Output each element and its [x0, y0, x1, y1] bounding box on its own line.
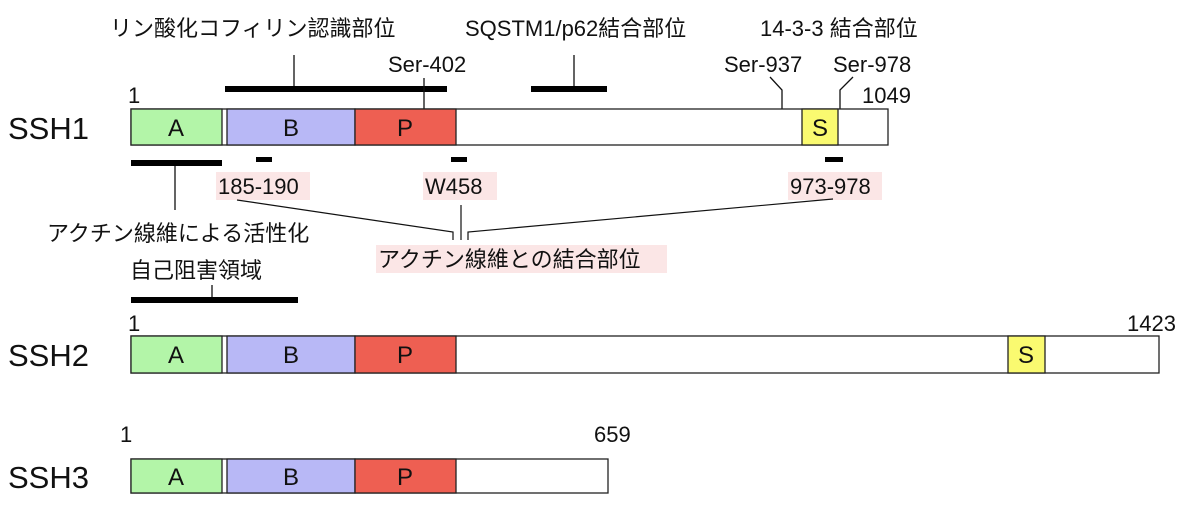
ssh2-start: 1 — [128, 311, 140, 336]
ssh1-domain-a — [130, 108, 223, 146]
ssh1-name: SSH1 — [8, 111, 89, 146]
svg-text:A: A — [168, 115, 184, 142]
w458-highlight — [423, 172, 497, 200]
site973-highlight — [788, 172, 882, 200]
w458-label: W458 — [425, 174, 482, 199]
ssh1-domain-s — [801, 108, 839, 146]
svg-text:S: S — [1018, 342, 1034, 369]
site973-leader — [467, 198, 834, 240]
activation-bar — [131, 160, 222, 166]
ssh1-bar: A B P S — [130, 108, 889, 146]
cofilin-site-bar — [225, 86, 447, 92]
actin-binding-label: アクチン線維との結合部位 — [378, 247, 641, 272]
ssh3-start: 1 — [120, 422, 132, 447]
svg-text:P: P — [397, 464, 413, 491]
ssh2-domain-b — [226, 335, 356, 374]
site185-marker — [256, 157, 272, 162]
ssh3-domain-a — [130, 458, 223, 494]
ssh3-end: 659 — [594, 422, 631, 447]
ssh1-domain-b — [226, 108, 356, 146]
ser978-label: Ser-978 — [833, 52, 911, 77]
14-3-3-site-label: 14-3-3 結合部位 — [760, 16, 918, 41]
ser978-leader — [839, 76, 854, 109]
ssh1-end: 1049 — [862, 83, 911, 108]
ssh3-bar: A B P — [130, 458, 609, 494]
svg-text:P: P — [397, 342, 413, 369]
autoinhibitory-bar — [131, 297, 298, 303]
site973-marker — [825, 157, 843, 162]
actin-binding-highlight — [376, 245, 667, 273]
svg-text:P: P — [397, 115, 413, 142]
cofilin-site-label: リン酸化コフィリン認識部位 — [110, 16, 396, 41]
ssh2-name: SSH2 — [8, 338, 89, 373]
ssh1-start: 1 — [128, 83, 140, 108]
ssh1-domain-p — [354, 108, 457, 146]
sqstm1-site-label: SQSTM1/p62結合部位 — [465, 16, 686, 41]
ssh2-domain-a — [130, 335, 223, 374]
svg-text:B: B — [283, 115, 299, 142]
autoinhibitory-label: 自己阻害領域 — [130, 258, 262, 283]
svg-text:A: A — [168, 342, 184, 369]
w458-marker — [451, 157, 467, 162]
ssh2-bar: A B P S — [130, 335, 1160, 374]
ser937-label: Ser-937 — [724, 52, 802, 77]
sqstm1-site-bar — [531, 86, 607, 92]
site973-label: 973-978 — [790, 174, 871, 199]
svg-text:B: B — [283, 464, 299, 491]
site185-label: 185-190 — [218, 174, 299, 199]
svg-text:A: A — [168, 464, 184, 491]
svg-text:S: S — [812, 115, 828, 142]
ssh3-domain-p — [354, 458, 457, 494]
ser402-label: Ser-402 — [388, 52, 466, 77]
ssh2-end: 1423 — [1127, 311, 1176, 336]
ssh2-domain-p — [354, 335, 457, 374]
ssh3-name: SSH3 — [8, 460, 89, 495]
site185-highlight — [216, 172, 310, 200]
ssh2-domain-s — [1007, 335, 1046, 374]
ser937-leader — [769, 76, 783, 109]
svg-text:B: B — [283, 342, 299, 369]
site185-leader — [236, 199, 454, 240]
activation-label: アクチン線維による活性化 — [47, 221, 309, 246]
